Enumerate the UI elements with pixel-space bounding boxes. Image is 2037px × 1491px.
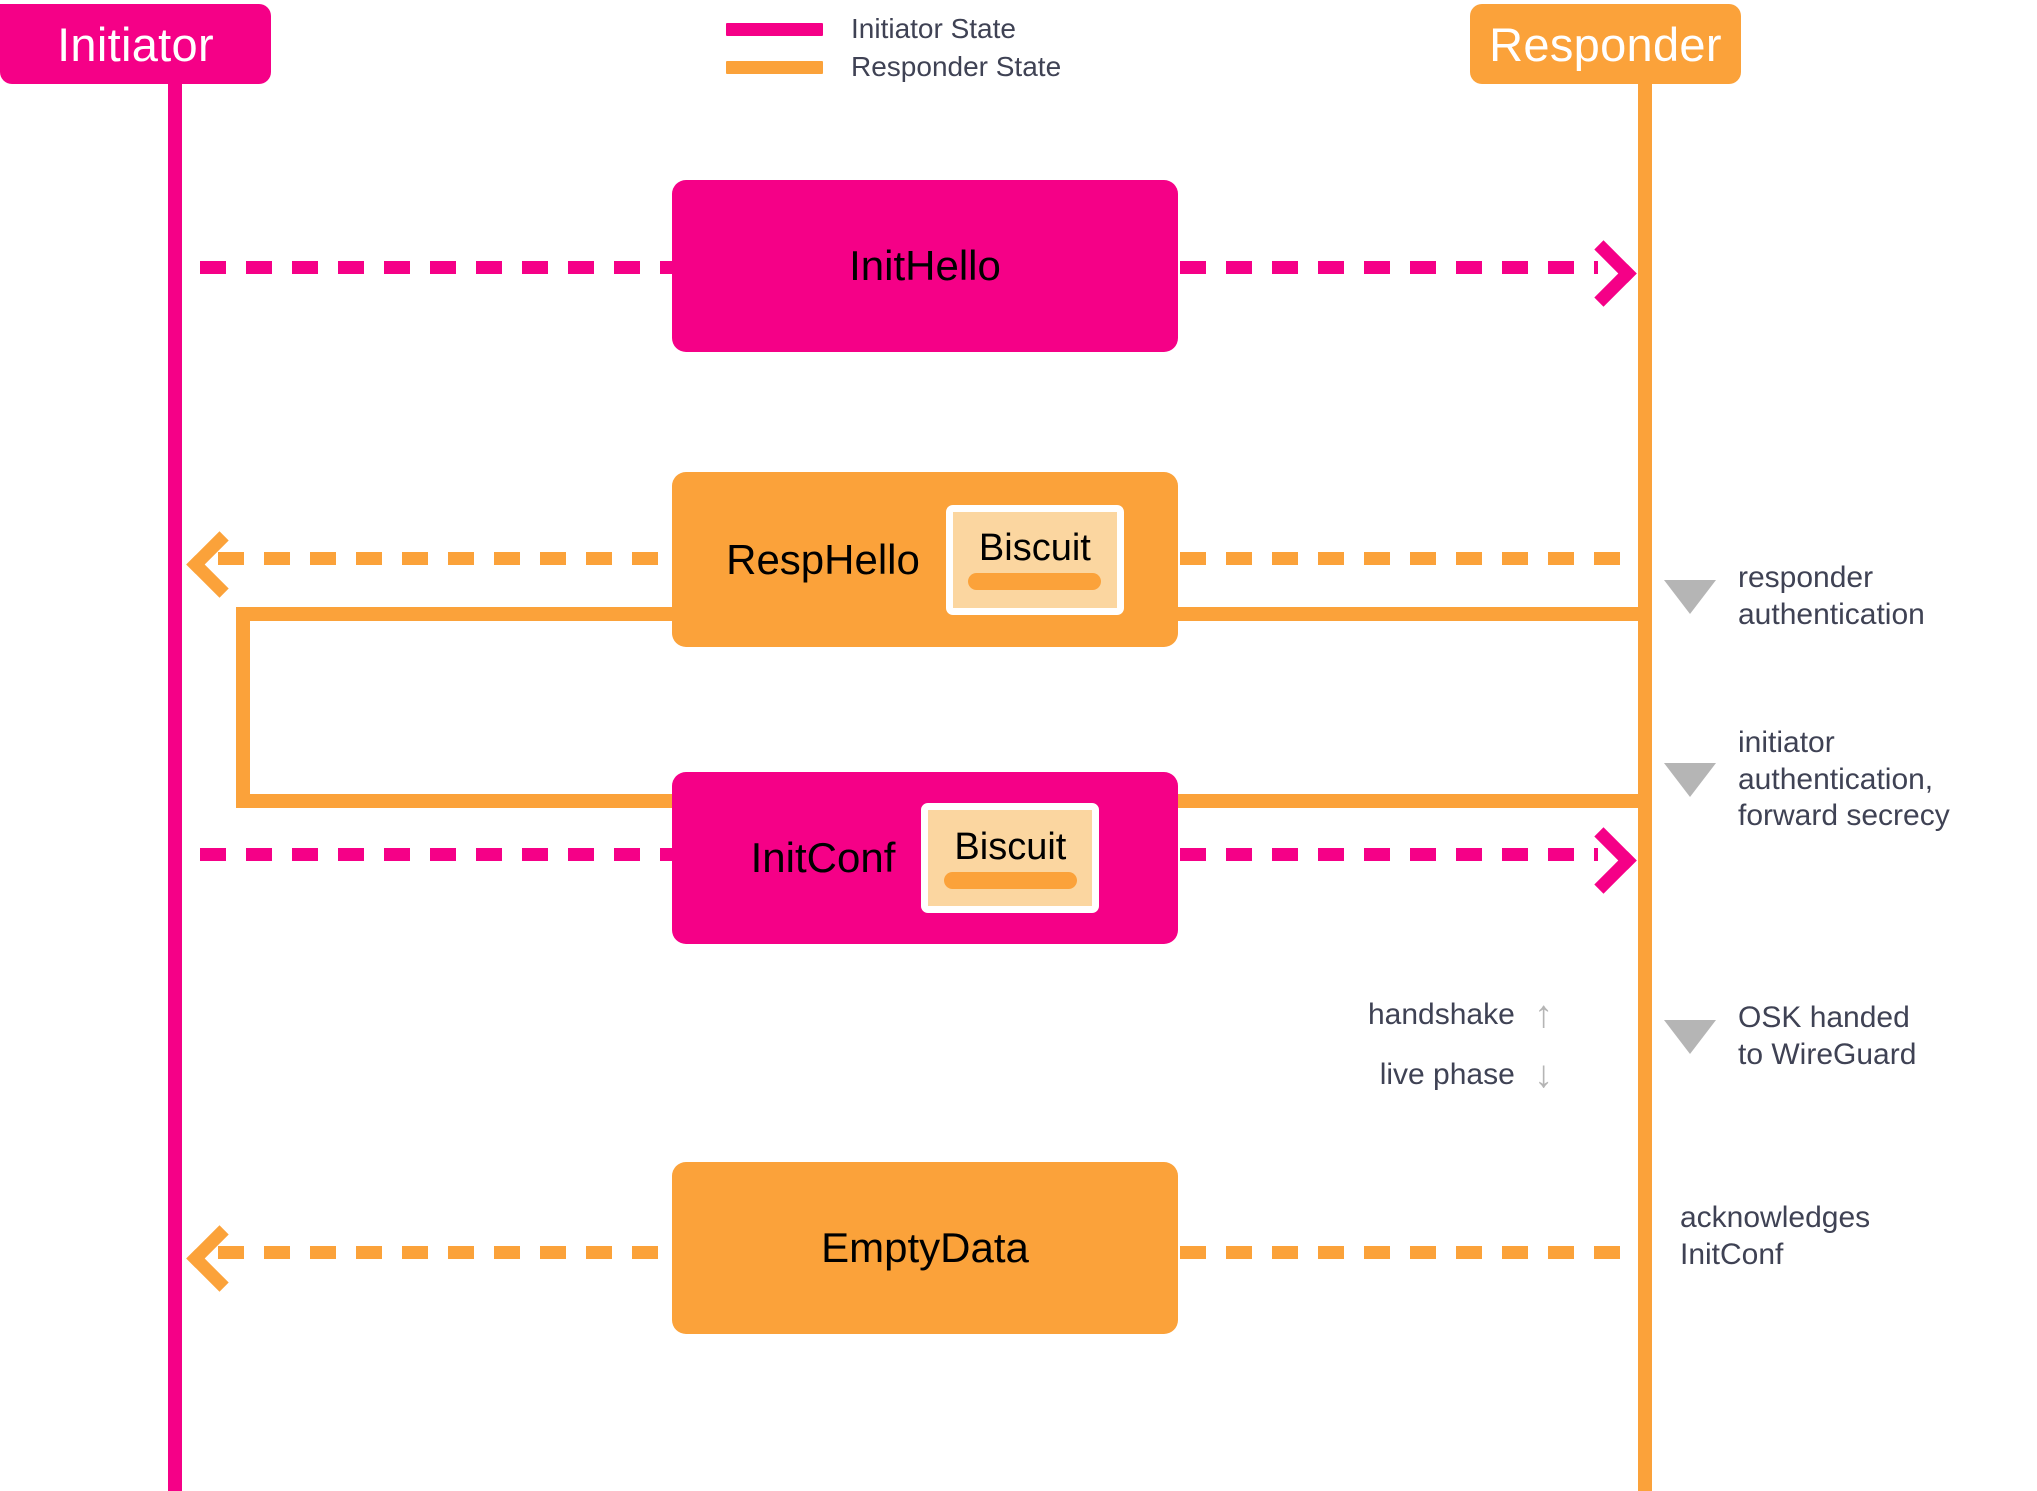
biscuit-bar-icon (968, 573, 1102, 590)
legend-item-initiator-state: Initiator State (726, 10, 1061, 48)
legend-label-initiator-state: Initiator State (851, 13, 1016, 44)
legend-label-responder-state: Responder State (851, 51, 1062, 82)
message-box-resp-hello[interactable]: RespHello Biscuit (672, 472, 1178, 647)
arrowhead-right-init-conf-icon (1570, 827, 1637, 894)
phase-label-live-phase: live phase (1379, 1058, 1515, 1091)
arrowhead-right-init-hello-icon (1570, 240, 1637, 307)
state-path-resp-hello-to-responder (1178, 607, 1646, 621)
annotation-text-responder-authentication: responder authentication (1738, 561, 1925, 631)
triangle-down-icon (1664, 762, 1716, 797)
message-arrow-resp-hello-right (1180, 552, 1640, 565)
biscuit-label-init-conf: Biscuit (954, 825, 1067, 868)
message-arrow-resp-hello-left (218, 552, 680, 565)
arrow-down-icon: ↓ (1534, 1054, 1554, 1096)
arrow-up-icon: ↑ (1534, 994, 1554, 1036)
phase-label-handshake: handshake (1368, 998, 1515, 1031)
biscuit-badge-resp-hello[interactable]: Biscuit (945, 504, 1124, 615)
lifeline-responder (1638, 60, 1652, 1491)
message-arrow-init-hello-right (1180, 261, 1598, 274)
message-label-init-conf: InitConf (750, 834, 896, 881)
message-label-init-hello: InitHello (849, 242, 1001, 289)
annotation-acknowledges-init-conf: acknowledges InitConf (1680, 1200, 1870, 1273)
phase-row-handshake: handshake ↑ (1368, 985, 1559, 1045)
legend: Initiator State Responder State (726, 10, 1061, 86)
arrowhead-left-resp-hello-icon (186, 531, 253, 598)
message-arrow-empty-data-right (1180, 1246, 1640, 1259)
actor-label-responder: Responder (1489, 17, 1722, 71)
legend-swatch-pink-icon (726, 22, 823, 36)
arrowhead-left-empty-data-icon (186, 1225, 253, 1292)
message-label-resp-hello: RespHello (726, 535, 920, 583)
message-arrow-init-conf-left (200, 848, 680, 861)
state-path-into-init-conf (236, 794, 680, 808)
phase-labels: handshake ↑ live phase ↓ (1368, 985, 1559, 1105)
annotation-osk-handed: OSK handed to WireGuard (1664, 1000, 1916, 1073)
message-arrow-init-conf-right (1180, 848, 1598, 861)
biscuit-bar-icon (943, 871, 1077, 889)
message-arrow-empty-data-left (218, 1246, 680, 1259)
message-box-init-conf[interactable]: InitConf Biscuit (672, 772, 1178, 944)
lifeline-initiator (168, 60, 182, 1491)
actor-label-initiator: Initiator (57, 17, 214, 71)
annotation-text-initiator-authentication: initiator authentication, forward secrec… (1738, 726, 1950, 833)
message-box-empty-data[interactable]: EmptyData (672, 1162, 1178, 1334)
actor-box-initiator: Initiator (0, 4, 271, 84)
triangle-down-icon (1664, 1019, 1716, 1054)
state-path-resp-hello-out-left (236, 607, 680, 621)
phase-row-live-phase: live phase ↓ (1368, 1045, 1559, 1105)
state-path-init-conf-to-responder (1178, 794, 1646, 808)
annotation-text-osk-handed: OSK handed to WireGuard (1738, 1001, 1917, 1071)
message-arrow-init-hello-left (200, 261, 680, 274)
annotation-text-acknowledges-init-conf: acknowledges InitConf (1680, 1201, 1871, 1271)
annotation-initiator-authentication: initiator authentication, forward secrec… (1664, 725, 1950, 835)
actor-box-responder: Responder (1470, 4, 1741, 84)
biscuit-badge-init-conf[interactable]: Biscuit (921, 803, 1100, 913)
legend-swatch-orange-icon (726, 60, 823, 74)
message-label-empty-data: EmptyData (821, 1224, 1029, 1271)
triangle-down-icon (1664, 579, 1716, 614)
state-path-vertical-drop (236, 607, 250, 808)
legend-item-responder-state: Responder State (726, 48, 1061, 86)
biscuit-label-resp-hello: Biscuit (978, 527, 1091, 569)
message-box-init-hello[interactable]: InitHello (672, 180, 1178, 352)
annotation-responder-authentication: responder authentication (1664, 560, 1925, 633)
